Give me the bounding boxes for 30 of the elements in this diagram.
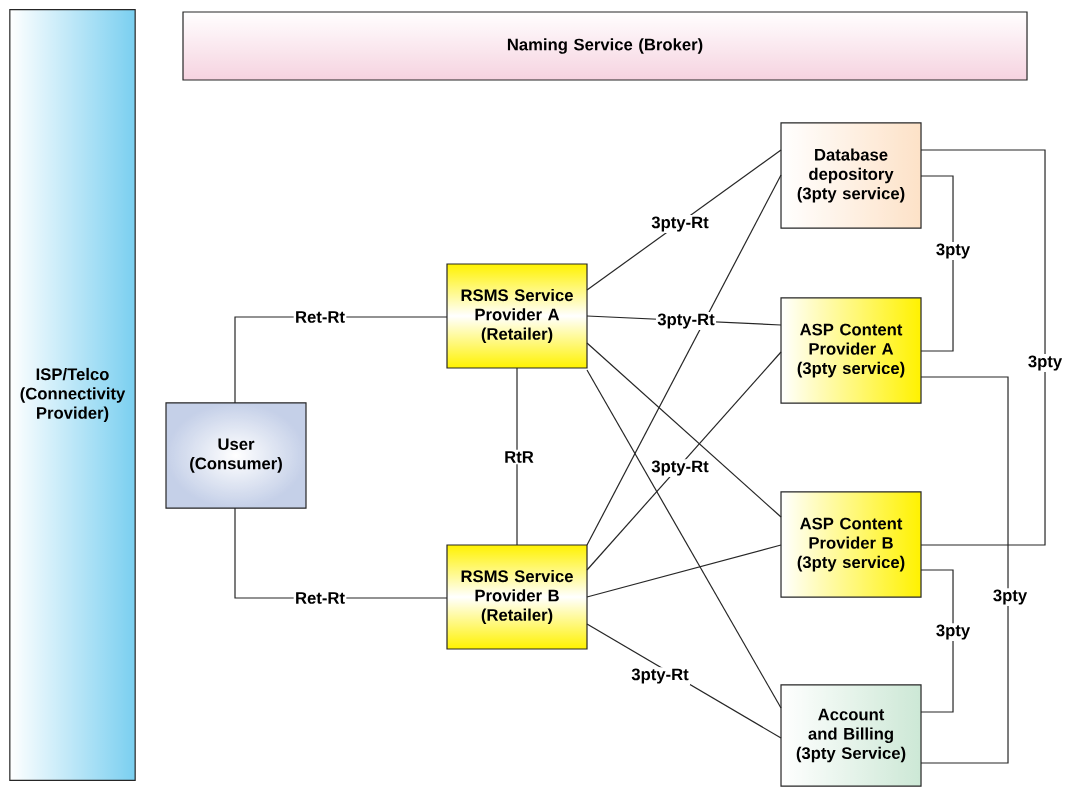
- service-box: Database depository (3pty service): [780, 122, 922, 229]
- edge-label: 3pty: [991, 588, 1029, 606]
- connector-line: [920, 376, 1009, 764]
- banner-box: Naming Service (Broker): [182, 11, 1028, 81]
- edge-label: 3pty: [1026, 354, 1064, 372]
- service-box: ASP Content Provider B (3pty service): [780, 491, 922, 598]
- edge-label: Ret-Rt: [293, 590, 347, 606]
- edge-label: RtR: [502, 449, 536, 465]
- connector-line: [586, 369, 782, 709]
- connector-line: [516, 367, 518, 546]
- edge-label: 3pty: [934, 623, 972, 641]
- connector-line: [920, 569, 954, 713]
- service-box: ASP Content Provider A (3pty service): [780, 297, 922, 404]
- edge-label: 3pty-Rt: [655, 312, 717, 330]
- actor-box: User (Consumer): [165, 402, 307, 509]
- connector-line: [586, 544, 782, 598]
- connector-line: [586, 342, 782, 518]
- connector-line: [586, 351, 782, 571]
- service-box: Account and Billing (3pty Service): [780, 684, 922, 787]
- connector-line: [920, 149, 1046, 546]
- edge-label: 3pty-Rt: [649, 215, 711, 233]
- edge-label: 3pty: [934, 242, 972, 260]
- connector-line: [920, 175, 954, 352]
- retailer-box: RSMS Service Provider A (Retailer): [446, 263, 588, 369]
- retailer-box: RSMS Service Provider B (Retailer): [446, 544, 588, 650]
- edge-label: 3pty-Rt: [629, 667, 691, 685]
- edge-label: 3pty-Rt: [649, 459, 711, 477]
- edge-label: Ret-Rt: [293, 309, 347, 325]
- band: ISP/Telco (Connectivity Provider): [9, 9, 136, 781]
- connector-line: [586, 174, 782, 546]
